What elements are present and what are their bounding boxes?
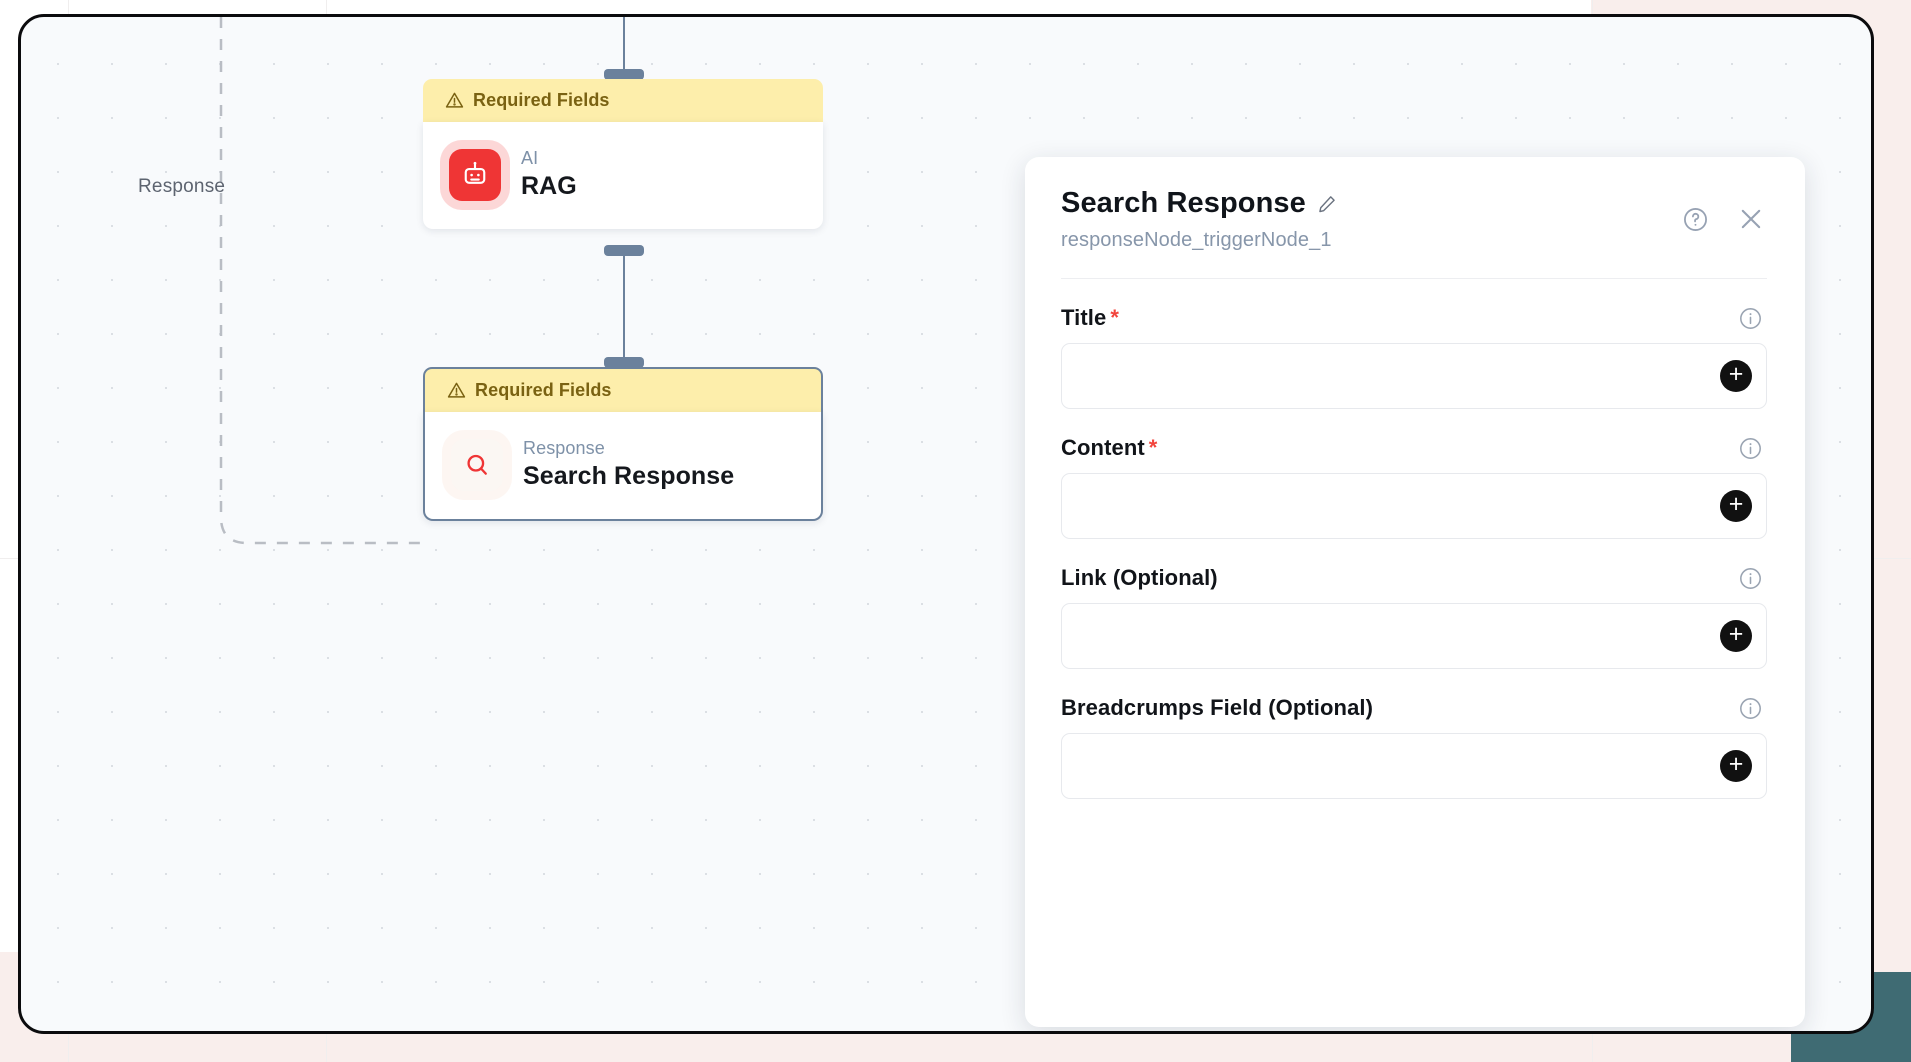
magnifier-icon [451, 438, 503, 491]
workflow-node-search-response[interactable]: Required Fields Response Search Response [423, 367, 823, 521]
handle-search-target[interactable] [604, 357, 644, 368]
robot-icon [449, 148, 501, 201]
panel-title: Search Response [1061, 187, 1306, 219]
field-label: Breadcrumps Field (Optional) [1061, 695, 1373, 721]
link-input[interactable]: + [1061, 603, 1767, 669]
warning-triangle-icon [445, 92, 464, 108]
node-kicker: AI [521, 148, 539, 168]
field-breadcrumps: Breadcrumps Field (Optional) + [1061, 695, 1767, 799]
edge-label-response: Response [138, 176, 226, 197]
pencil-icon[interactable] [1317, 194, 1337, 214]
node-required-fields-banner: Required Fields [423, 79, 823, 122]
node-kicker: Response [523, 438, 605, 458]
add-content-button[interactable]: + [1720, 490, 1752, 522]
node-text: Response Search Response [523, 438, 734, 491]
breadcrumps-input[interactable]: + [1061, 733, 1767, 799]
add-breadcrumps-button[interactable]: + [1720, 750, 1752, 782]
panel-divider [1061, 278, 1767, 279]
workflow-canvas[interactable]: Response Required Fields [18, 14, 1874, 1034]
panel-header: Search Response responseNode_triggerNode… [1061, 187, 1767, 252]
field-label: Content* [1061, 435, 1157, 461]
add-title-button[interactable]: + [1720, 360, 1752, 392]
field-label: Link (Optional) [1061, 565, 1218, 591]
node-properties-panel[interactable]: Search Response responseNode_triggerNode… [1025, 157, 1805, 1027]
field-title: Title* + [1061, 305, 1767, 409]
handle-rag-target[interactable] [604, 69, 644, 80]
field-link: Link (Optional) + [1061, 565, 1767, 669]
info-circle-icon[interactable] [1738, 306, 1763, 331]
field-label-text: Content [1061, 435, 1145, 460]
field-label: Title* [1061, 305, 1119, 331]
node-banner-label: Required Fields [473, 90, 610, 110]
panel-subtitle: responseNode_triggerNode_1 [1061, 229, 1332, 251]
node-title: RAG [521, 172, 577, 200]
add-link-button[interactable]: + [1720, 620, 1752, 652]
warning-triangle-icon [447, 382, 466, 398]
node-required-fields-banner: Required Fields [423, 367, 823, 412]
question-circle-icon[interactable] [1682, 206, 1709, 233]
field-label-text: Breadcrumps Field (Optional) [1061, 695, 1374, 720]
content-input[interactable]: + [1061, 473, 1767, 539]
info-circle-icon[interactable] [1738, 696, 1763, 721]
connector-line-middle [623, 251, 625, 365]
node-body[interactable]: Response Search Response [423, 412, 823, 521]
close-icon[interactable] [1737, 205, 1765, 233]
field-label-text: Link (Optional) [1061, 565, 1218, 590]
connector-line-top [623, 17, 625, 79]
node-body[interactable]: AI RAG [423, 122, 823, 229]
required-asterisk: * [1110, 305, 1119, 330]
field-label-text: Title [1061, 305, 1107, 330]
info-circle-icon[interactable] [1738, 436, 1763, 461]
field-content: Content* + [1061, 435, 1767, 539]
node-title: Search Response [523, 462, 735, 490]
workflow-node-rag[interactable]: Required Fields AI RAG [423, 79, 823, 229]
node-text: AI RAG [521, 148, 577, 201]
handle-rag-source[interactable] [604, 245, 644, 256]
title-input[interactable]: + [1061, 343, 1767, 409]
info-circle-icon[interactable] [1738, 566, 1763, 591]
required-asterisk: * [1148, 435, 1158, 460]
node-banner-label: Required Fields [475, 380, 612, 400]
